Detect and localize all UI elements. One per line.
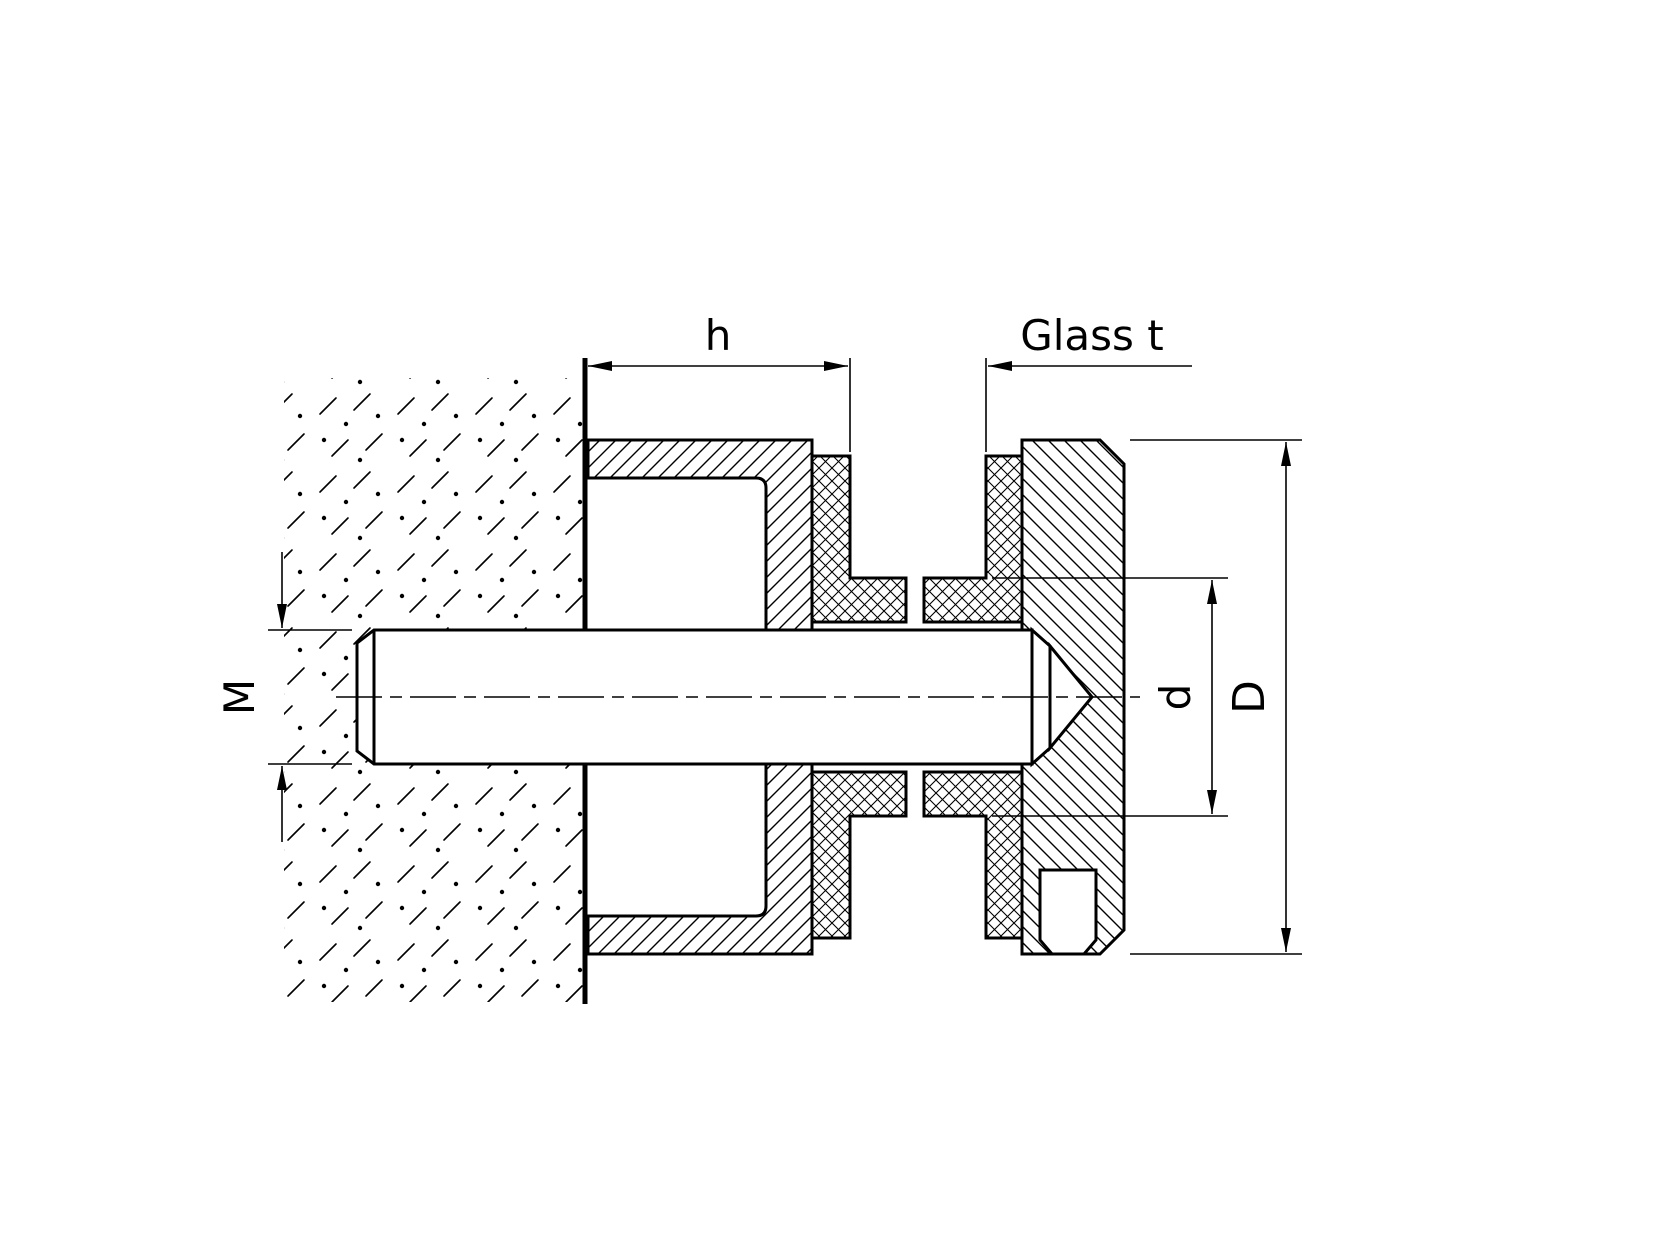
stud-cone-point (1048, 641, 1094, 753)
dim-h-arrow-right (824, 361, 848, 371)
dimension-glass-t (985, 358, 1192, 452)
dim-label-d-outer: D (1224, 680, 1275, 714)
spacer-body (586, 438, 814, 956)
dim-h-arrow-left (588, 361, 612, 371)
dim-m-arrow-bottom (277, 766, 287, 790)
dim-glass-t-arrow (988, 361, 1012, 371)
dimension-m (268, 552, 352, 842)
dim-label-h: h (705, 311, 732, 360)
dim-label-d: d (1151, 684, 1200, 711)
spacer-body-bottom (586, 762, 814, 956)
gasket-top-left (810, 454, 908, 624)
set-screw (1038, 868, 1098, 956)
dimension-h (588, 358, 851, 452)
dim-d-arrow-bottom (1207, 790, 1217, 814)
dimension-d-outer (1130, 439, 1302, 955)
dim-label-glass-t: Glass t (1020, 311, 1164, 360)
dim-D-arrow-top (1281, 442, 1291, 466)
gasket-bottom-right (922, 770, 1024, 940)
spacer-body-top (586, 438, 814, 632)
dim-d-arrow-top (1207, 580, 1217, 604)
dim-D-arrow-bottom (1281, 928, 1291, 952)
dim-m-arrow-top (277, 604, 287, 628)
gasket-top-right (922, 454, 1024, 624)
gasket-bottom-left (810, 770, 908, 940)
dim-label-m: M (215, 679, 264, 715)
dimension-d (992, 577, 1228, 817)
